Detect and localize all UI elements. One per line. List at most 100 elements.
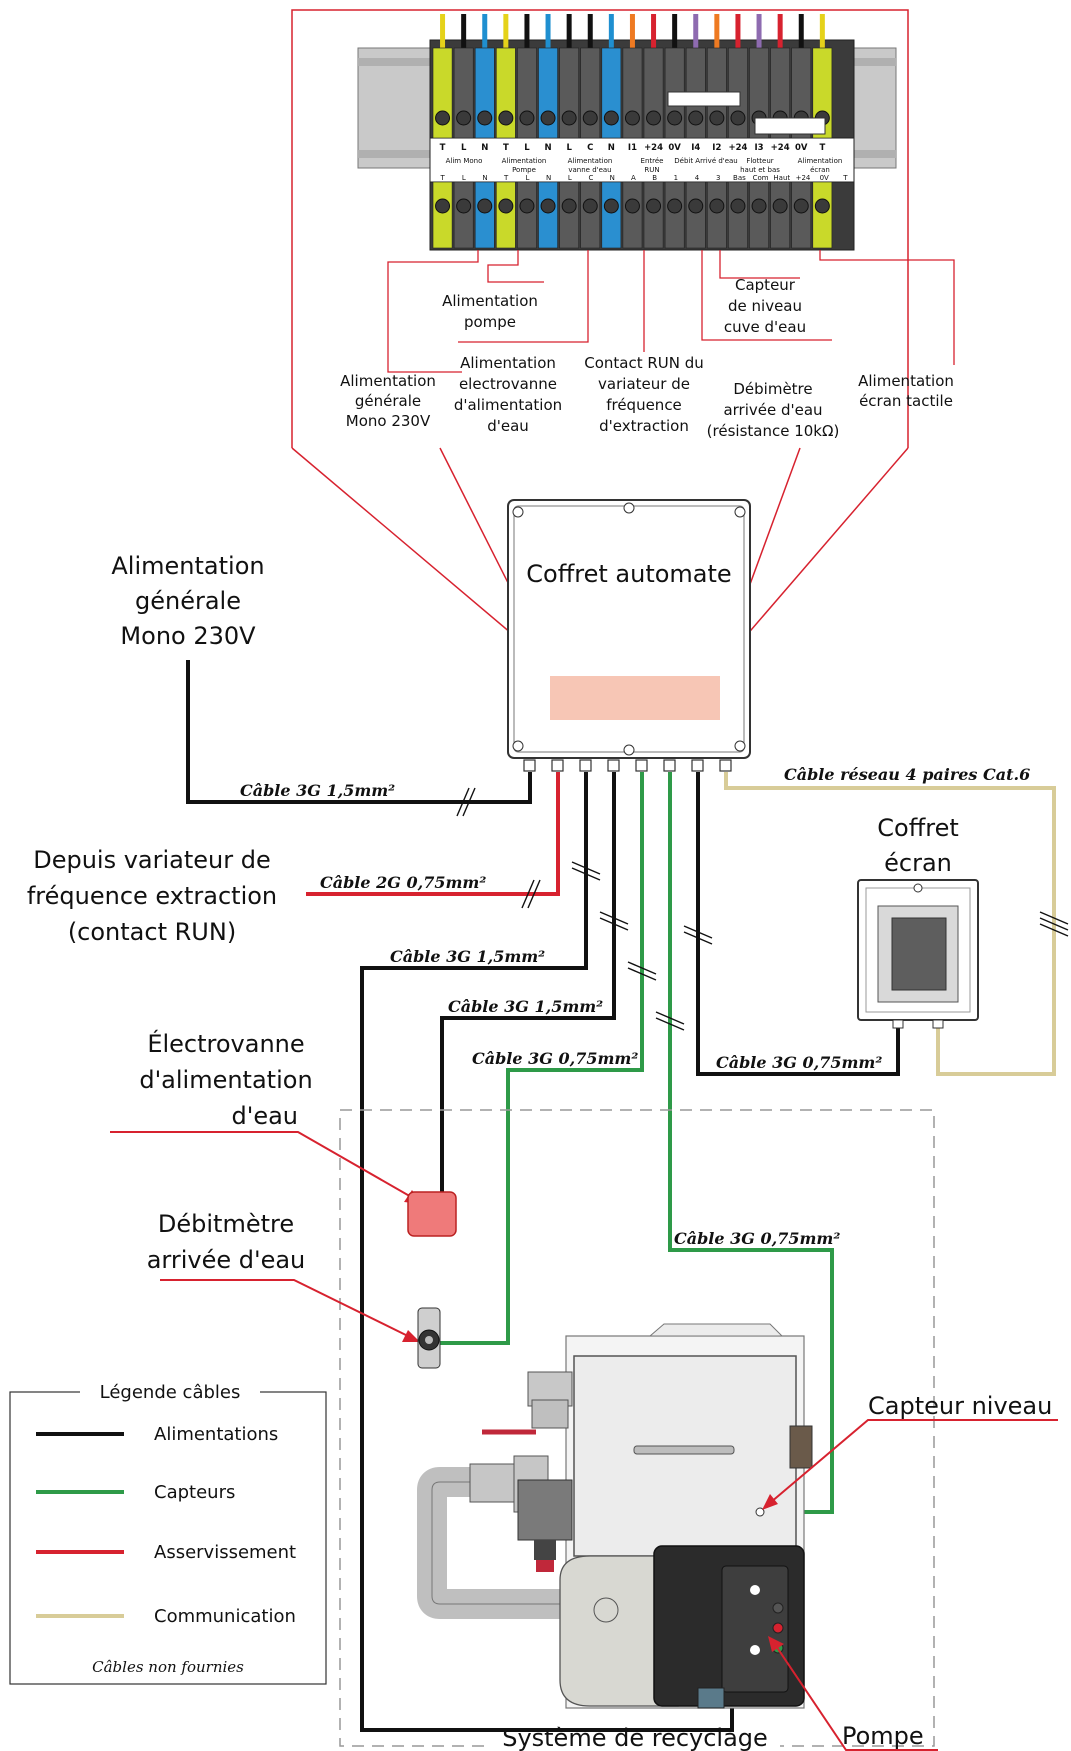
terminal-screw <box>709 110 725 126</box>
terminal-top-label: I3 <box>755 143 764 153</box>
terminal-wire <box>545 14 551 48</box>
terminal-bottom-label: T <box>842 174 848 182</box>
svg-text:Électrovanne: Électrovanne <box>147 1029 304 1058</box>
terminal-bottom-label: L <box>568 174 572 182</box>
callout-debitmetre: Débimètre arrivée d'eau (résistance 10kΩ… <box>707 380 840 440</box>
terminal-top-label: L <box>566 143 572 153</box>
terminal-bottom-label: B <box>652 174 657 182</box>
terminal-wire <box>524 14 530 48</box>
svg-text:Depuis variateur de: Depuis variateur de <box>33 846 271 874</box>
terminal-bottom-label: L <box>525 174 529 182</box>
svg-text:pompe: pompe <box>464 313 516 331</box>
cable-label-pompe: Câble 3G 1,5mm² <box>390 947 545 966</box>
callout-alim-generale: Alimentation générale Mono 230V <box>340 372 436 430</box>
terminal-top-label: T <box>503 143 509 153</box>
coffret-automate-title: Coffret automate <box>526 560 731 588</box>
terminal-wire <box>756 14 762 48</box>
cable-label-alim: Câble 3G 1,5mm² <box>240 781 395 800</box>
terminal-top-label: 0V <box>668 143 681 153</box>
svg-text:Alimentation: Alimentation <box>340 372 436 390</box>
terminal-screw <box>561 198 577 214</box>
svg-text:fréquence extraction: fréquence extraction <box>27 882 277 910</box>
terminal-screw <box>456 198 472 214</box>
svg-text:générale: générale <box>135 587 241 615</box>
svg-text:écran tactile: écran tactile <box>859 392 953 410</box>
svg-text:Mono 230V: Mono 230V <box>120 622 256 650</box>
callout-contact-run: Contact RUN du variateur de fréquence d'… <box>584 354 704 435</box>
terminal-top-label: L <box>461 143 467 153</box>
cable-label-niveau: Câble 3G 0,75mm² <box>674 1229 840 1248</box>
callout-alim-ecran: Alimentation écran tactile <box>858 372 954 410</box>
terminal-bottom-body <box>474 181 495 249</box>
svg-text:Débimètre: Débimètre <box>733 380 812 398</box>
terminal-wire <box>503 14 509 48</box>
terminal-screw <box>603 110 619 126</box>
terminal-bottom-body <box>559 181 579 249</box>
coffret-ecran-label: Coffret écran <box>877 814 959 877</box>
terminal-bottom-body <box>432 181 453 249</box>
terminal-bottom-body <box>453 181 474 249</box>
svg-text:electrovanne: electrovanne <box>459 375 557 393</box>
terminal-screw <box>688 110 704 126</box>
terminal-wire <box>587 14 593 48</box>
terminal-bottom-body <box>770 181 790 249</box>
arrow-pompe <box>771 1639 938 1751</box>
cable-alim-generale <box>186 660 532 804</box>
svg-text:d'eau: d'eau <box>231 1102 298 1130</box>
terminal-group-label: Alimentation <box>568 157 613 165</box>
terminal-bottom-body <box>622 181 643 249</box>
terminal-screw <box>582 110 598 126</box>
cable-labels: Câble 3G 1,5mm² Câble 2G 0,75mm² Câble 3… <box>240 765 1030 1248</box>
legend-footer: Câbles non fournies <box>92 1658 244 1676</box>
callout-alim-electrovanne: Alimentation electrovanne d'alimentation… <box>454 354 562 435</box>
label-pompe: Pompe <box>842 1722 924 1750</box>
terminal-bottom-body <box>580 181 601 249</box>
terminal-screw <box>688 198 704 214</box>
terminal-wire <box>735 14 741 48</box>
terminal-bottom-label: T <box>503 174 509 182</box>
terminal-bottom-label: 0V <box>820 174 829 182</box>
terminal-screw <box>456 110 472 126</box>
zoom-frame <box>291 9 909 667</box>
terminal-bottom-body <box>643 181 664 249</box>
cable-label-run: Câble 2G 0,75mm² <box>320 873 486 892</box>
terminal-wire <box>651 14 657 48</box>
terminal-wire <box>777 14 783 48</box>
terminal-group-label: Pompe <box>512 166 536 174</box>
terminal-screw <box>561 110 577 126</box>
svg-text:d'alimentation: d'alimentation <box>454 396 562 414</box>
terminal-bottom-label: +24 <box>796 174 811 182</box>
cable-reseau <box>724 772 1056 1076</box>
terminal-screw <box>667 198 683 214</box>
terminal-screw <box>793 198 809 214</box>
terminal-wire <box>714 14 720 48</box>
terminal-bottom-body <box>791 181 812 249</box>
coffret-automate: Coffret automate <box>507 499 751 772</box>
terminal-group-label: Entrée <box>641 157 664 165</box>
terminal-bottom-body <box>664 181 685 249</box>
terminal-wire <box>461 14 467 48</box>
terminal-screw <box>751 198 767 214</box>
terminal-screw <box>814 198 830 214</box>
terminal-top-label: T <box>440 143 446 153</box>
terminal-screw <box>519 198 535 214</box>
terminal-top-label: +24 <box>644 143 663 153</box>
terminal-screw <box>646 198 662 214</box>
terminal-group-label: Alimentation <box>502 157 547 165</box>
terminal-group-label: écran <box>810 166 830 174</box>
terminal-bottom-label: N <box>610 174 615 182</box>
legend-item-power: Alimentations <box>36 1424 278 1445</box>
terminal-wire <box>629 14 635 48</box>
terminal-screw <box>709 198 725 214</box>
cable-ecran <box>696 772 900 1076</box>
coffret-ecran <box>857 879 979 1029</box>
terminal-top-label: N <box>481 143 488 153</box>
terminal-bottom-label: T <box>439 174 445 182</box>
terminal-bottom-label: Bas <box>733 174 746 182</box>
svg-text:Asservissement: Asservissement <box>154 1542 296 1563</box>
cable-debit <box>438 772 644 1345</box>
terminal-screw <box>624 198 640 214</box>
arrow-capteur-niveau <box>763 1419 1058 1509</box>
terminal-bottom-body <box>706 181 727 249</box>
terminal-screw <box>667 110 683 126</box>
